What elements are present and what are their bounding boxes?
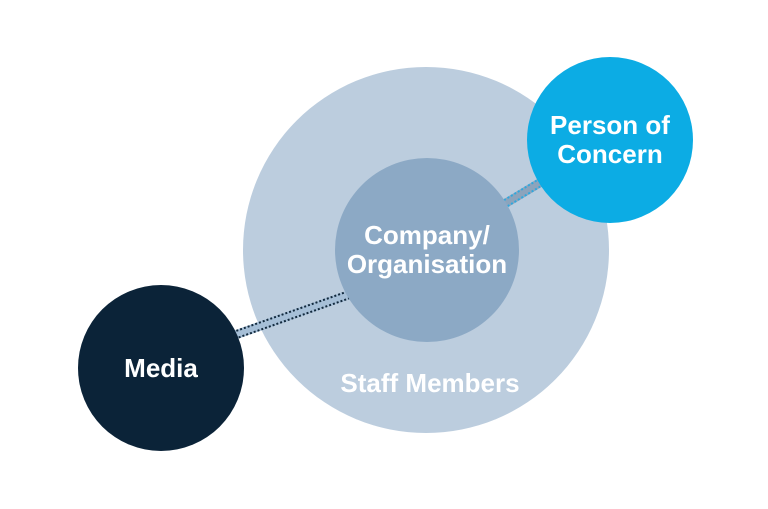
company-label-line2: Organisation xyxy=(346,249,508,279)
person-label-line2: Concern xyxy=(557,139,663,169)
media-circle: Media xyxy=(78,285,244,451)
company-label-line1: Company/ xyxy=(364,220,490,251)
staff-members-label: Staff Members xyxy=(340,368,520,398)
person-of-concern-circle: Person of Concern xyxy=(527,57,693,223)
media-label: Media xyxy=(124,352,198,383)
company-organisation-label: Company/ Organisation xyxy=(347,221,507,278)
person-of-concern-label: Person of Concern xyxy=(550,111,670,168)
company-organisation-circle: Company/ Organisation xyxy=(335,158,519,342)
person-label-line1: Person of xyxy=(550,110,670,141)
